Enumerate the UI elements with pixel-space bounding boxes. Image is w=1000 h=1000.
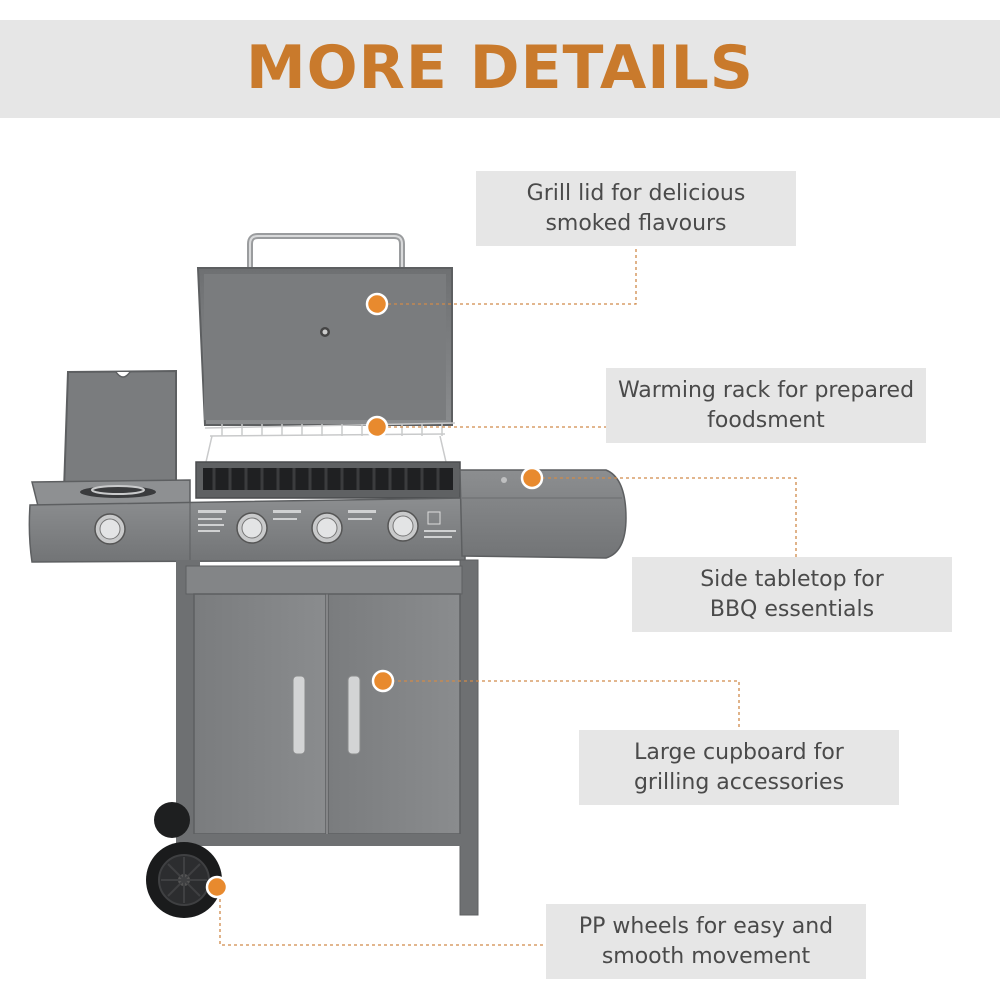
leader-cupboard — [392, 680, 740, 730]
callout-cupboard: Large cupboard for grilling accessories — [579, 730, 899, 805]
leader-lid — [388, 246, 637, 305]
callout-warming-rack: Warming rack for prepared foodsment — [606, 368, 926, 443]
callout-text: smooth movement — [601, 943, 811, 969]
callout-text: Grill lid for delicious — [526, 180, 746, 206]
leader-wheels — [219, 887, 546, 946]
callout-dot-rack — [365, 415, 389, 439]
wheels — [146, 802, 222, 918]
header-banner — [0, 20, 1000, 118]
control-panel — [28, 497, 466, 563]
side-table — [459, 469, 627, 559]
callout-dot-wheels — [205, 875, 229, 899]
leader-table — [542, 477, 797, 557]
side-burner — [31, 369, 191, 507]
lid-handle — [247, 233, 405, 268]
callout-dot-lid — [365, 292, 389, 316]
callout-dot-cupboard — [371, 669, 395, 693]
callout-text: foodsment — [707, 407, 825, 433]
cabinet — [176, 559, 479, 916]
callout-text: grilling accessories — [633, 769, 845, 795]
callout-dot-table — [520, 466, 544, 490]
callout-text: Side tabletop for — [700, 566, 884, 592]
callout-text: Large cupboard for — [634, 739, 844, 765]
grill-grate — [195, 461, 461, 499]
page-title: MORE DETAILS — [245, 33, 755, 103]
callout-grill-lid: Grill lid for delicious smoked flavours — [476, 171, 796, 246]
callout-wheels: PP wheels for easy and smooth movement — [546, 904, 866, 979]
callout-text: PP wheels for easy and — [578, 913, 834, 939]
warming-rack — [204, 422, 456, 463]
grill-lid — [196, 267, 453, 426]
callout-text: Warming rack for prepared — [617, 377, 915, 403]
callout-text: BBQ essentials — [709, 596, 875, 622]
callout-text: smoked flavours — [545, 210, 727, 236]
